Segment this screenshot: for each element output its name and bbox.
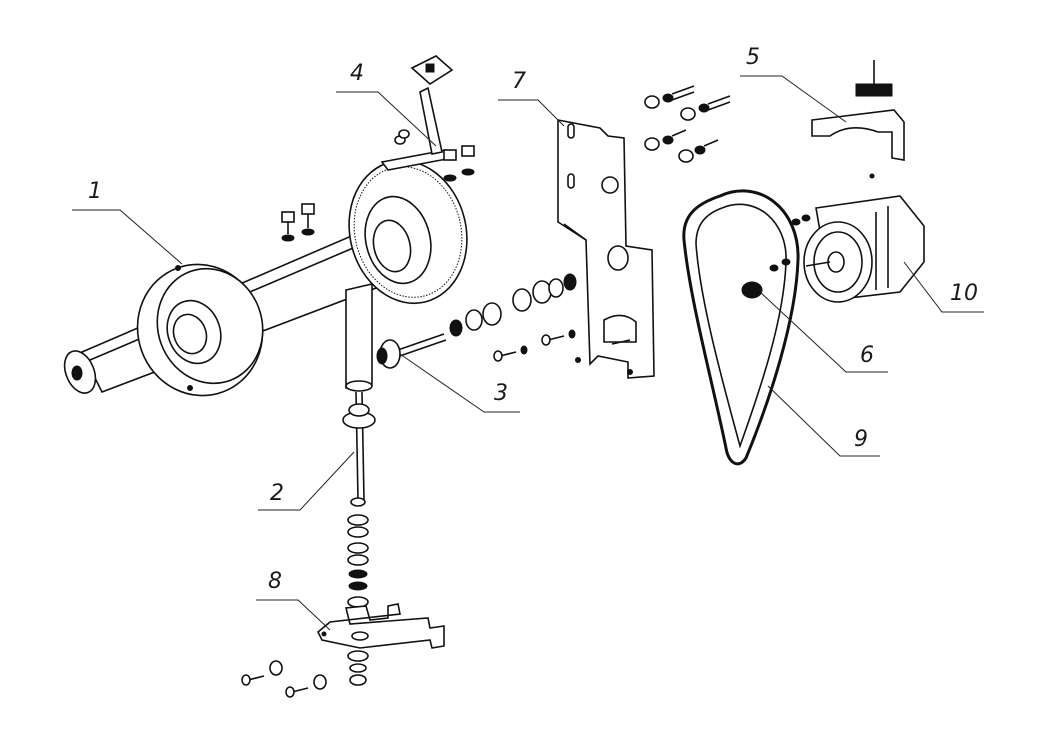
part-10-electric-motor	[791, 195, 925, 303]
callout-4: 4	[350, 61, 364, 86]
callout-3: 3	[494, 381, 508, 406]
part-9-drive-belt	[682, 189, 800, 466]
part-6-motor-pulley	[741, 258, 791, 299]
hex-bolt-icon	[281, 203, 315, 242]
part-2-vertical-stud	[342, 391, 376, 686]
leader-lines	[72, 75, 984, 631]
callout-8: 8	[268, 569, 282, 594]
part-3-bolt-pulley	[376, 273, 577, 369]
callout-labels: 1 2 3 4 5 6 7 8 9 10	[88, 45, 978, 594]
part-4-switch-bracket	[380, 55, 475, 182]
callout-1: 1	[88, 179, 102, 204]
callout-10: 10	[950, 281, 978, 306]
callout-2: 2	[270, 481, 284, 506]
part-5-terminal-bracket	[811, 60, 905, 179]
callout-9: 9	[854, 427, 868, 452]
part-8-base-bracket	[241, 603, 445, 698]
washer-stack	[347, 497, 369, 686]
motor-bolt-set	[644, 85, 731, 163]
part-1-shaft-hub	[63, 159, 468, 397]
callout-5: 5	[746, 45, 760, 70]
callout-7: 7	[512, 69, 526, 94]
part-7-mounting-plate	[493, 119, 655, 379]
callout-6: 6	[860, 343, 874, 368]
